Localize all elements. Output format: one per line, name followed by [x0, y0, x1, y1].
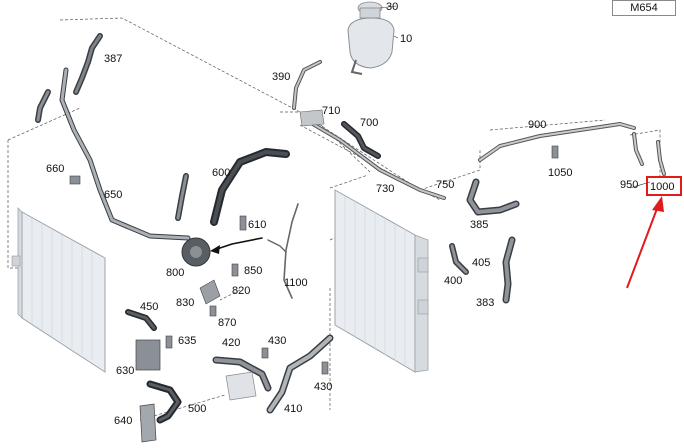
coolant-hoses [35, 33, 666, 424]
part-label-30: 30 [386, 1, 398, 13]
model-code-label: M654 [630, 2, 658, 14]
left-radiator [11, 207, 106, 373]
pump-arrow-head [210, 245, 220, 254]
part-label-650: 650 [104, 189, 122, 201]
highlight-arrow [626, 205, 659, 289]
part-label-1050: 1050 [548, 167, 572, 179]
right-radiator [334, 189, 429, 373]
part-label-660: 660 [46, 163, 64, 175]
part-label-700: 700 [360, 117, 378, 129]
leader-lines [379, 5, 651, 189]
part-label-10: 10 [400, 33, 412, 45]
part-label-630: 630 [116, 365, 134, 377]
part-label-710: 710 [322, 105, 340, 117]
part-label-405: 405 [472, 257, 490, 269]
part-label-430-upper: 430 [268, 335, 286, 347]
part-label-730: 730 [376, 183, 394, 195]
part-label-600: 600 [212, 167, 230, 179]
part-label-410: 410 [284, 403, 302, 415]
part-label-750: 750 [436, 179, 454, 191]
highlight-arrow-head [652, 196, 664, 212]
part-label-640: 640 [114, 415, 132, 427]
part-label-420: 420 [222, 337, 240, 349]
part-label-610: 610 [248, 219, 266, 231]
part-label-1000: 1000 [650, 181, 674, 193]
expansion-tank [347, 1, 395, 75]
part-label-500: 500 [188, 403, 206, 415]
part-label-387: 387 [104, 53, 122, 65]
dashed-outlines [7, 17, 661, 421]
part-label-900: 900 [528, 119, 546, 131]
part-label-1100: 1100 [284, 277, 308, 289]
highlight-1000 [626, 176, 682, 289]
small-parts [69, 109, 559, 443]
model-code-box: M654 [612, 0, 676, 16]
part-label-450: 450 [140, 301, 158, 313]
highlight-box [646, 176, 682, 196]
part-label-800: 800 [166, 267, 184, 279]
part-label-850: 850 [244, 265, 262, 277]
part-label-400: 400 [444, 275, 462, 287]
part-label-385: 385 [470, 219, 488, 231]
part-labels: 30 10 387 390 710 700 900 660 650 600 10… [46, 1, 674, 427]
part-label-820: 820 [232, 285, 250, 297]
part-label-430-lower: 430 [314, 381, 332, 393]
part-label-870: 870 [218, 317, 236, 329]
part-label-950: 950 [620, 179, 638, 191]
part-label-390: 390 [272, 71, 290, 83]
part-label-830: 830 [176, 297, 194, 309]
part-label-383: 383 [476, 297, 494, 309]
part-label-635: 635 [178, 335, 196, 347]
